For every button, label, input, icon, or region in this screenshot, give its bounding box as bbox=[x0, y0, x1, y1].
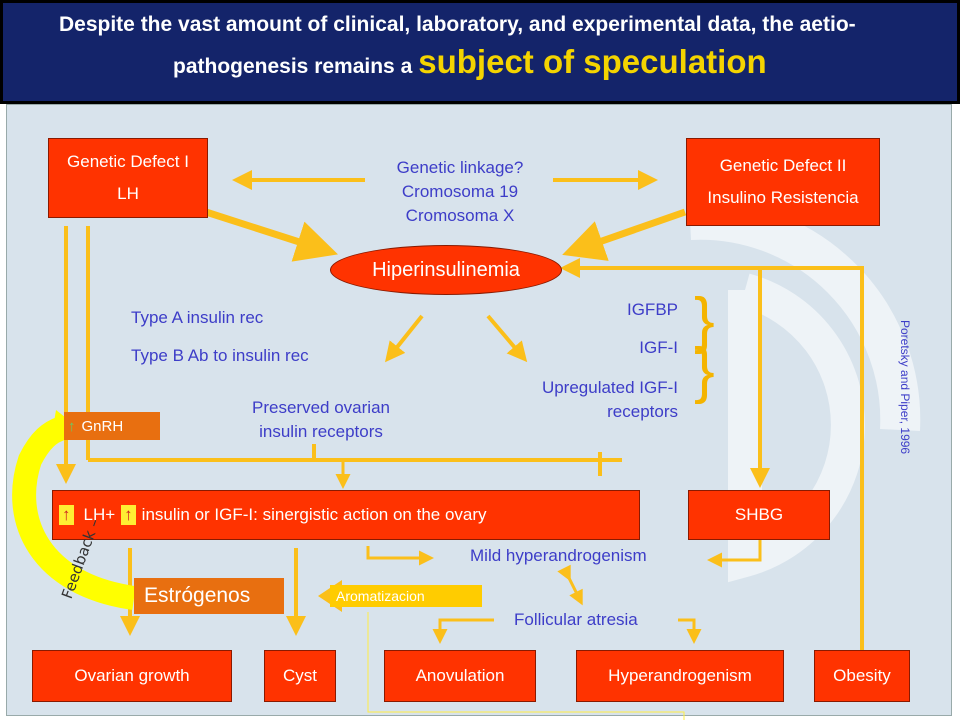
up-arrow-icon: ↑ bbox=[121, 505, 136, 525]
genetic-defect-1-title: Genetic Defect I bbox=[67, 152, 189, 171]
title-banner: Despite the vast amount of clinical, lab… bbox=[0, 0, 960, 104]
genetic-defect-1-box: Genetic Defect I LH bbox=[48, 138, 208, 218]
igf-brace-lower: } bbox=[694, 336, 715, 405]
genetic-linkage-line-3: Cromosoma X bbox=[405, 206, 515, 225]
type-a-text: Type A insulin rec bbox=[131, 308, 264, 327]
gnrh-label: ↑ GnRH bbox=[64, 412, 160, 440]
synergy-box: ↑ LH+ ↑ insulin or IGF-I: sinergistic ac… bbox=[52, 490, 640, 540]
genetic-defect-2-sub: Insulino Resistencia bbox=[707, 188, 859, 207]
title-line-1: Despite the vast amount of clinical, lab… bbox=[59, 13, 856, 36]
igf-brace: } bbox=[694, 286, 715, 355]
up-arrow-icon: ↑ bbox=[68, 417, 76, 435]
genetic-linkage-line-2: Cromosoma 19 bbox=[401, 182, 519, 201]
gnrh-text: GnRH bbox=[81, 417, 124, 435]
genetic-defect-2-box: Genetic Defect II Insulino Resistencia bbox=[686, 138, 880, 226]
synergy-text: insulin or IGF-I: sinergistic action on … bbox=[141, 505, 487, 524]
genetic-linkage-line-1: Genetic linkage? bbox=[396, 158, 524, 177]
aromatizacion-label: Aromatizacion bbox=[330, 585, 482, 607]
upregulated-line-1: Upregulated IGF-I bbox=[541, 378, 678, 397]
genetic-defect-1-sub: LH bbox=[117, 184, 139, 203]
mild-hyperandrogenism-text: Mild hyperandrogenism bbox=[470, 546, 647, 565]
preserved-receptors-text: Preserved ovarian insulin receptors bbox=[226, 396, 416, 444]
type-b-text: Type B Ab to insulin rec bbox=[131, 346, 309, 365]
hiperinsulinemia-node: Hiperinsulinemia bbox=[330, 245, 562, 295]
preserved-line-1: Preserved ovarian bbox=[252, 398, 390, 417]
synergy-lh: LH+ bbox=[83, 505, 116, 524]
genetic-linkage-text: Genetic linkage? Cromosoma 19 Cromosoma … bbox=[372, 156, 548, 228]
preserved-line-2: insulin receptors bbox=[259, 422, 383, 441]
igf1-text: IGF-I bbox=[639, 338, 678, 357]
igfbp-text: IGFBP bbox=[626, 300, 678, 319]
follicular-atresia-text: Follicular atresia bbox=[514, 610, 638, 629]
upregulated-line-2: receptors bbox=[607, 402, 678, 421]
outcome-cyst: Cyst bbox=[264, 650, 336, 702]
title-line-2-text: pathogenesis remains a bbox=[173, 55, 413, 78]
shbg-box: SHBG bbox=[688, 490, 830, 540]
estrogenos-label: Estrógenos bbox=[134, 578, 284, 614]
outcome-ovarian-growth: Ovarian growth bbox=[32, 650, 232, 702]
outcome-hyperandrogenism: Hyperandrogenism bbox=[576, 650, 784, 702]
title-highlight: subject of speculation bbox=[418, 43, 767, 80]
up-arrow-icon: ↑ bbox=[59, 505, 74, 525]
citation-credit: Poretsky and Piper, 1996 bbox=[898, 320, 912, 455]
outcome-anovulation: Anovulation bbox=[384, 650, 536, 702]
genetic-defect-2-title: Genetic Defect II bbox=[719, 156, 847, 175]
upregulated-text: Upregulated IGF-I receptors bbox=[490, 376, 678, 424]
outcome-obesity: Obesity bbox=[814, 650, 910, 702]
